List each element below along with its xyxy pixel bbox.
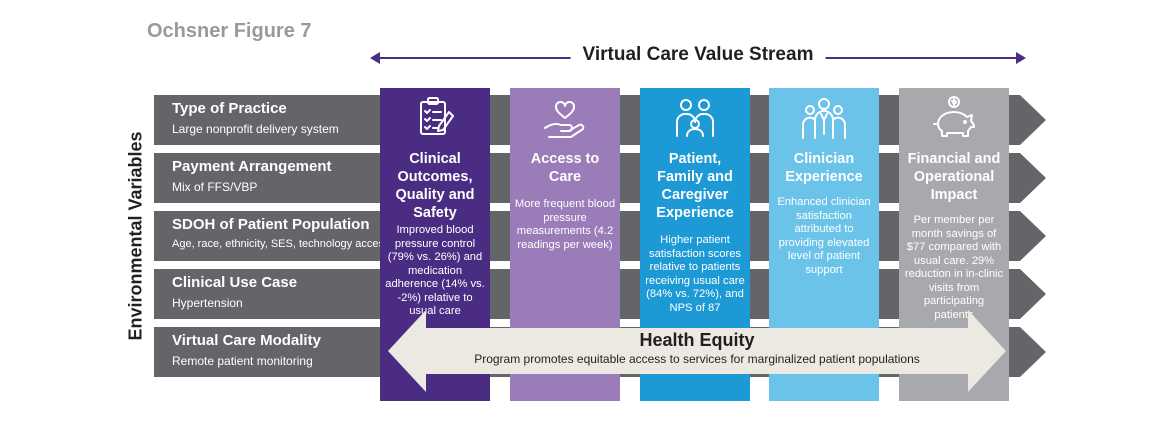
health-equity-title: Health Equity <box>639 330 755 350</box>
column-body: More frequent blood pressure measurement… <box>514 198 616 251</box>
arrowhead-left-icon <box>370 52 380 64</box>
arrowhead-right-icon <box>1016 52 1026 64</box>
band-title: Virtual Care Modality <box>172 332 321 349</box>
clipboard-checklist-icon <box>420 97 454 135</box>
column-title: Clinical Outcomes, Quality and Safety <box>395 151 475 221</box>
band-title: Payment Arrangement <box>172 158 332 175</box>
environmental-variables-label: Environmental Variables <box>125 131 146 341</box>
band-subtitle: Age, race, ethnicity, SES, technology ac… <box>172 238 390 250</box>
band-title: Clinical Use Case <box>172 274 298 291</box>
band-subtitle: Hypertension <box>172 296 243 310</box>
column-title: Patient, Family and Caregiver Experience <box>656 151 734 221</box>
health-equity-subtitle: Program promotes equitable access to ser… <box>474 352 920 366</box>
column-title: Financial and Operational Impact <box>907 151 1001 203</box>
column-body: Improved blood pressure control (79% vs.… <box>385 224 485 317</box>
value-stream-arrow: Virtual Care Value Stream <box>370 44 1026 72</box>
band-title: SDOH of Patient Population <box>172 216 370 233</box>
value-stream-label: Virtual Care Value Stream <box>570 44 826 66</box>
band-title: Type of Practice <box>172 100 287 117</box>
column-body: Per member per month savings of $77 comp… <box>904 214 1004 321</box>
band-subtitle: Large nonprofit delivery system <box>172 122 339 136</box>
clinicians-icon <box>802 98 846 139</box>
band-subtitle: Remote patient monitoring <box>172 354 313 368</box>
column-title: Clinician Experience <box>785 151 863 185</box>
band-subtitle: Mix of FFS/VBP <box>172 180 258 194</box>
column-body: Higher patient satisfaction scores relat… <box>645 234 745 314</box>
family-caregiver-icon <box>676 99 714 137</box>
piggy-bank-icon <box>933 96 975 137</box>
figure-title: Ochsner Figure 7 <box>147 20 312 42</box>
heart-in-hand-icon <box>544 100 585 138</box>
column-body: Enhanced clinician satisfaction attribut… <box>777 196 871 276</box>
column-title: Access to Care <box>530 151 600 185</box>
